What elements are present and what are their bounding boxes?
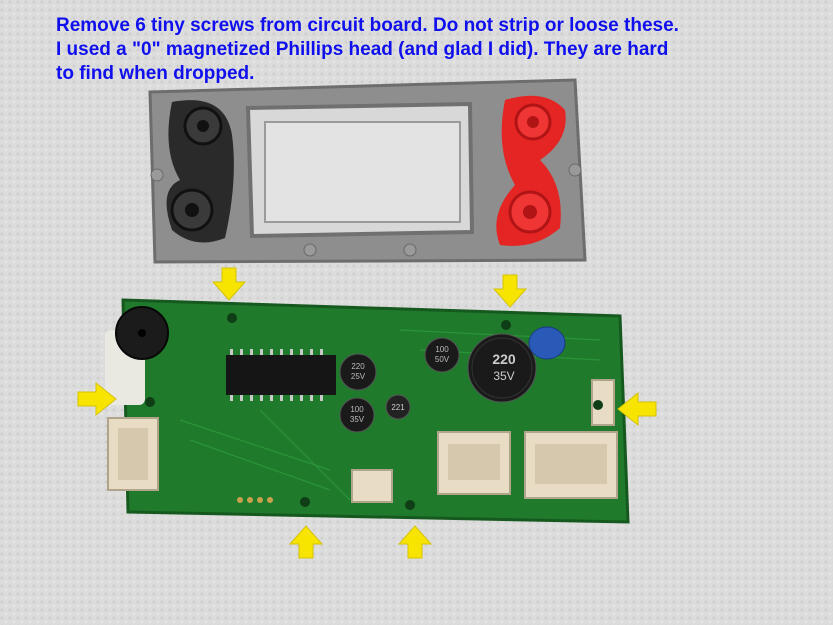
capacitor-220-35v-large: 220 35V	[467, 333, 537, 403]
small-connector	[351, 469, 393, 503]
svg-text:35V: 35V	[493, 369, 514, 383]
circuit-board: 100 50V 220 25V 220 35V 100 35V 221	[105, 298, 630, 524]
caption-line-2: I used a "0" magnetized Phillips head (a…	[56, 39, 669, 60]
gray-frame	[148, 78, 587, 264]
red-button-part	[496, 95, 566, 246]
arrow-top-left	[211, 267, 247, 301]
screw-arrows	[77, 267, 657, 559]
capacitor-100-50v: 100 50V	[424, 337, 460, 373]
svg-text:220: 220	[492, 351, 516, 367]
inductor-221: 221	[385, 394, 411, 420]
arrow-left	[77, 381, 117, 417]
capacitor-100-35v: 100 35V	[339, 397, 375, 433]
side-connector	[591, 379, 615, 426]
svg-text:100: 100	[435, 345, 449, 354]
arrow-bottom-left	[288, 525, 324, 559]
svg-text:50V: 50V	[435, 355, 450, 364]
capacitor-220-25v: 220 25V	[339, 353, 377, 391]
ic-chip	[226, 355, 336, 395]
black-button-part	[166, 100, 234, 243]
caption-line-3: to find when dropped.	[56, 63, 255, 84]
caption: Remove 6 tiny screws from circuit board.…	[56, 14, 816, 86]
blue-capacitor	[528, 326, 566, 360]
arrow-bottom-right	[397, 525, 433, 559]
arrow-right	[617, 391, 657, 427]
svg-text:25V: 25V	[351, 372, 366, 381]
svg-text:35V: 35V	[350, 415, 365, 424]
svg-text:220: 220	[351, 362, 365, 371]
arrow-top-right	[492, 274, 528, 308]
caption-line-1: Remove 6 tiny screws from circuit board.…	[56, 15, 679, 36]
svg-text:100: 100	[350, 405, 364, 414]
svg-text:221: 221	[391, 403, 405, 412]
